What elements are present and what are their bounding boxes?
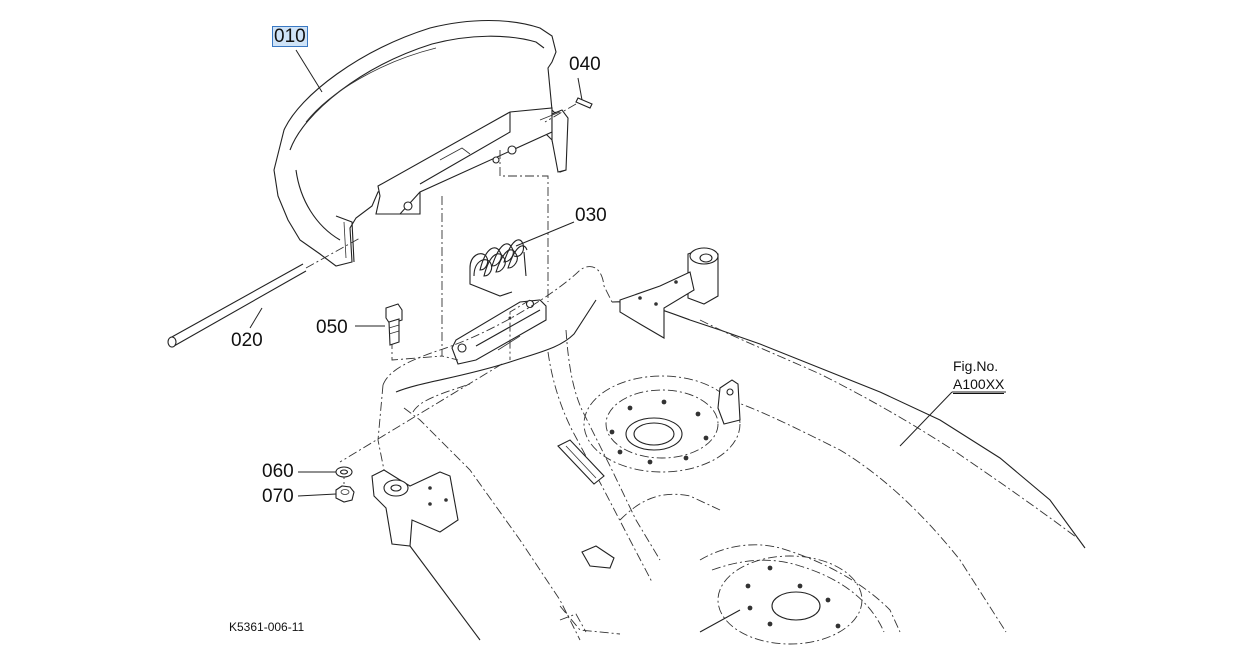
leader-lines — [249, 49, 1006, 497]
figure-reference-label: Fig.No. — [953, 358, 999, 374]
figure-reference-value[interactable]: A100XX — [953, 375, 1005, 394]
callout-010-seat-pan[interactable]: 010 — [272, 26, 308, 47]
seat-pan-drawing — [273, 20, 569, 267]
callout-060-washer[interactable]: 060 — [262, 461, 294, 482]
pin-drawing — [544, 97, 593, 123]
bolt-drawing — [385, 303, 403, 346]
callout-050-bolt[interactable]: 050 — [316, 317, 348, 338]
hinge-rod-drawing — [167, 237, 361, 348]
callout-070-nut[interactable]: 070 — [262, 486, 294, 507]
callout-040-pin[interactable]: 040 — [569, 54, 601, 75]
frame-drawing — [371, 247, 1086, 645]
spring-bracket-drawing — [451, 299, 547, 365]
figure-reference: Fig.No. A100XX — [953, 358, 1005, 394]
callout-020-hinge-rod[interactable]: 020 — [231, 330, 263, 351]
callout-030-spring[interactable]: 030 — [575, 205, 607, 226]
washer-nut-drawing — [335, 466, 355, 503]
spring-drawing — [469, 239, 528, 297]
drawing-code: K5361-006-11 — [229, 620, 305, 634]
